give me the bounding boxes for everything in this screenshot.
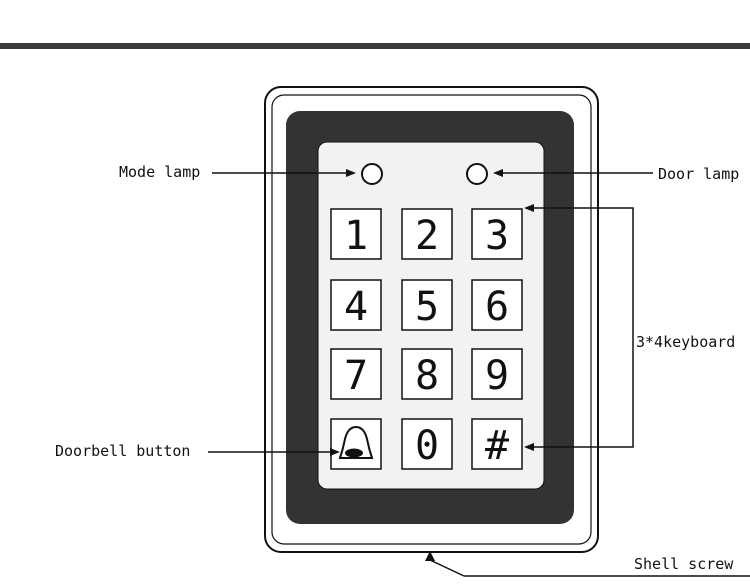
key-frame [330, 279, 382, 331]
mode-lamp-arrowhead [346, 169, 356, 177]
device-shell-inner-rim [271, 94, 592, 545]
key-9[interactable]: 9 [471, 348, 523, 400]
key-1[interactable]: 1 [330, 208, 382, 260]
key-label: 8 [415, 353, 439, 399]
door-lamp-arrowhead [493, 169, 503, 177]
key-4[interactable]: 4 [330, 279, 382, 331]
key-label: # [485, 423, 509, 469]
key-frame [471, 418, 523, 470]
keyboard-arrowhead-top [524, 204, 534, 212]
key-frame [401, 418, 453, 470]
key-frame [401, 279, 453, 331]
key-label: 6 [485, 284, 509, 330]
mode-lamp-icon [361, 163, 383, 185]
key-label: 0 [415, 423, 439, 469]
bell-icon [338, 425, 374, 459]
keyboard-label: 3*4keyboard [636, 333, 735, 351]
key-frame [401, 208, 453, 260]
key-5[interactable]: 5 [401, 279, 453, 331]
key-frame [471, 279, 523, 331]
key-frame [471, 348, 523, 400]
key-label: 5 [415, 284, 439, 330]
key-2[interactable]: 2 [401, 208, 453, 260]
key-frame [330, 348, 382, 400]
key-label: 3 [485, 213, 509, 259]
key-frame [401, 348, 453, 400]
top-rule [0, 43, 750, 49]
key-hash[interactable]: # [471, 418, 523, 470]
door-lamp-label: Door lamp [658, 165, 739, 183]
shell-screw-label: Shell screw [634, 555, 734, 573]
shell-screw-leader-diagonal [429, 559, 465, 577]
key-label: 7 [344, 353, 368, 399]
shell-screw-arrowhead [425, 551, 435, 561]
key-label: 2 [415, 213, 439, 259]
keyboard-arrowhead-bottom [524, 443, 534, 451]
keyboard-bracket [534, 207, 634, 448]
key-6[interactable]: 6 [471, 279, 523, 331]
key-label: 1 [344, 213, 368, 259]
mode-lamp-label: Mode lamp [119, 163, 200, 181]
key-0[interactable]: 0 [401, 418, 453, 470]
doorbell-arrowhead [330, 448, 340, 456]
key-8[interactable]: 8 [401, 348, 453, 400]
key-label: 4 [344, 284, 368, 330]
key-label: 9 [485, 353, 509, 399]
key-frame [330, 208, 382, 260]
key-frame [471, 208, 523, 260]
key-7[interactable]: 7 [330, 348, 382, 400]
key-doorbell[interactable] [330, 418, 382, 470]
door-lamp-icon [466, 163, 488, 185]
key-3[interactable]: 3 [471, 208, 523, 260]
doorbell-button-label: Doorbell button [55, 442, 190, 460]
